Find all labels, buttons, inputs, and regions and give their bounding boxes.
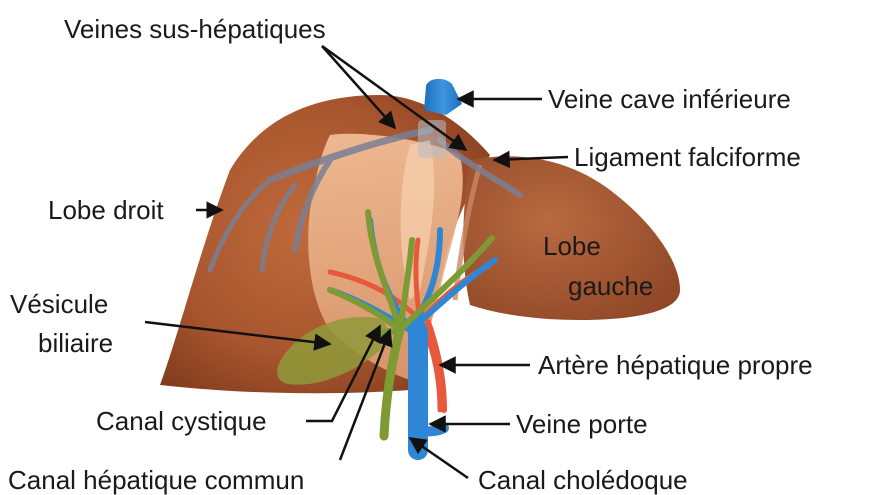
label-gallbladder-line1: Vésicule: [10, 289, 108, 319]
label-common-hepatic-duct: Canal hépatique commun: [8, 465, 304, 495]
label-left-lobe-line2: gauche: [568, 271, 653, 301]
label-hepatic-veins: Veines sus-hépatiques: [64, 14, 326, 44]
label-gallbladder-line2: biliaire: [38, 328, 113, 358]
label-inferior-vena-cava: Veine cave inférieure: [548, 84, 791, 114]
label-cystic-duct: Canal cystique: [96, 406, 267, 436]
label-portal-vein: Veine porte: [516, 409, 648, 439]
inferior-vena-cava: [424, 79, 462, 115]
label-falciform-ligament: Ligament falciforme: [574, 142, 801, 172]
label-hepatic-artery: Artère hépatique propre: [538, 350, 813, 380]
label-right-lobe: Lobe droit: [48, 195, 164, 225]
label-common-bile-duct: Canal cholédoque: [478, 465, 688, 495]
label-left-lobe-line1: Lobe: [543, 231, 601, 261]
